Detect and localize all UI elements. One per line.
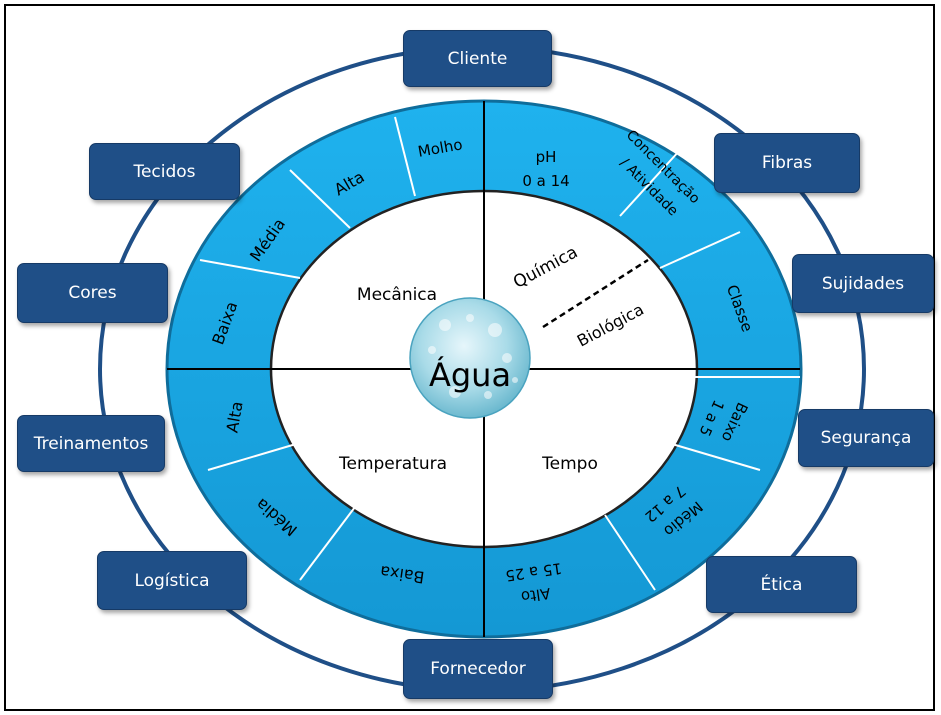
factor-etica-label: Ética: [760, 574, 803, 595]
factor-treinamentos-label: Treinamentos: [33, 433, 149, 454]
factor-cliente: Cliente: [403, 30, 552, 87]
diagram-frame: [4, 4, 935, 711]
factor-tecidos: Tecidos: [89, 143, 240, 200]
factor-cores-label: Cores: [68, 283, 117, 303]
factor-cores: Cores: [17, 263, 168, 323]
factor-fornecedor: Fornecedor: [403, 639, 553, 699]
chem-bio-divider: [542, 258, 649, 329]
factor-treinamentos: Treinamentos: [17, 415, 165, 472]
factor-logistica: Logística: [97, 551, 247, 610]
factor-seguranca: Segurança: [798, 409, 934, 467]
ring-chem-ph-range: 0 a 14: [522, 172, 569, 190]
factor-seguranca-label: Segurança: [820, 428, 912, 448]
ring-time-alto: Alto: [520, 584, 552, 606]
factor-fornecedor-label: Fornecedor: [430, 659, 526, 679]
factor-fibras: Fibras: [714, 133, 860, 193]
label-temperatura: Temperatura: [338, 454, 447, 474]
factor-fibras-label: Fibras: [761, 153, 813, 173]
factor-sujidades: Sujidades: [792, 254, 934, 313]
label-mecanica: Mecânica: [357, 285, 437, 305]
water-bubbles: [428, 314, 518, 399]
factor-etica: Ética: [706, 556, 857, 613]
ring-chem-ph: pH: [536, 148, 557, 166]
factor-tecidos-label: Tecidos: [133, 161, 196, 182]
factor-sujidades-label: Sujidades: [821, 273, 905, 294]
factor-cliente-label: Cliente: [447, 48, 508, 69]
center-label: Água: [429, 356, 511, 394]
label-tempo: Tempo: [541, 454, 598, 474]
factor-logistica-label: Logística: [134, 570, 210, 591]
ring-dividers: [199, 116, 800, 591]
